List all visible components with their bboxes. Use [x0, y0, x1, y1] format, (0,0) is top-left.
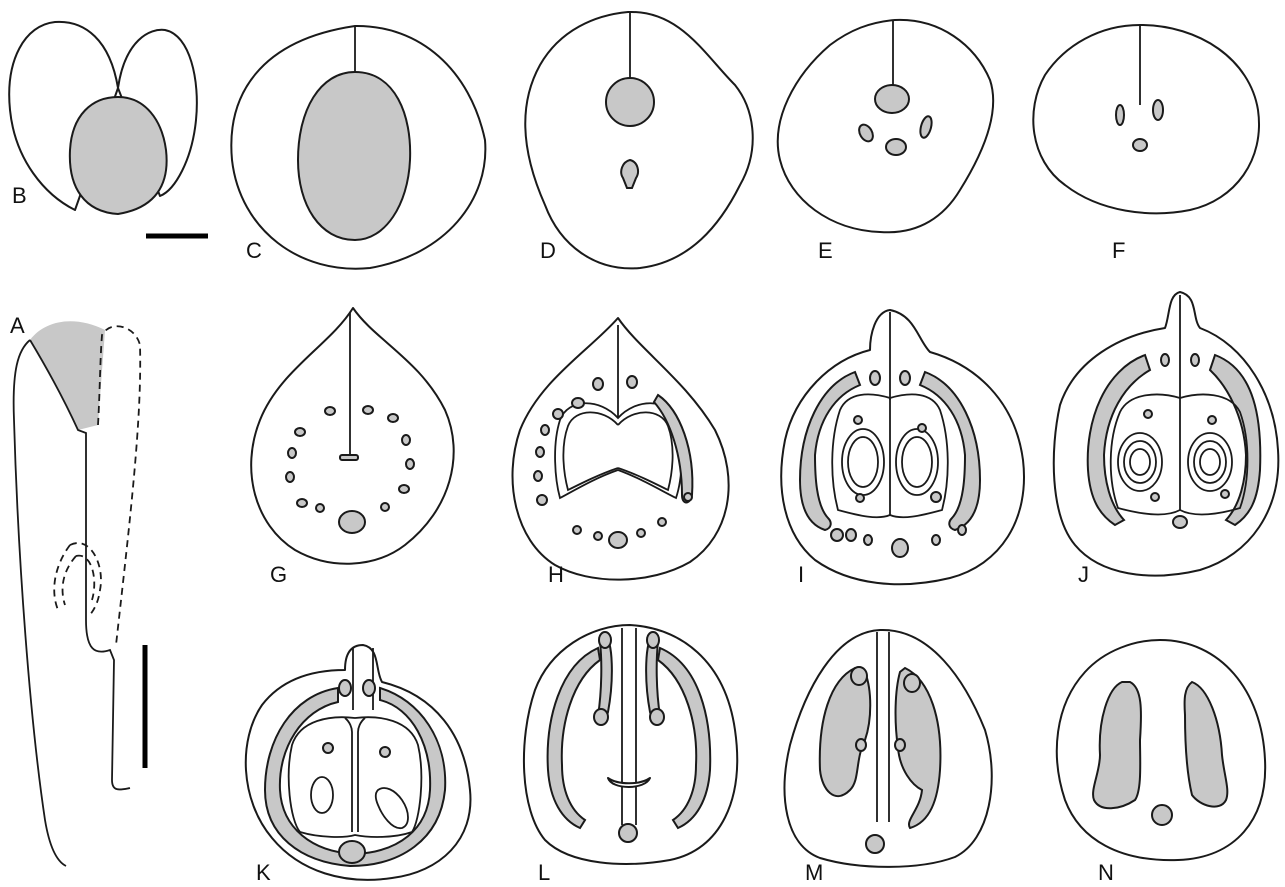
panel-h-label: H — [548, 562, 564, 587]
panel-i-drawing — [781, 310, 1024, 584]
panel-f-drawing — [1033, 25, 1259, 213]
panel-d-drawing — [525, 12, 753, 268]
panel-j-label: J — [1078, 562, 1089, 587]
panel-g-drawing — [251, 308, 454, 564]
panel-f-label: F — [1112, 238, 1125, 263]
panel-c-drawing — [231, 26, 485, 269]
panel-m-label: M — [805, 860, 823, 885]
panel-b-drawing — [9, 22, 208, 236]
panel-e-label: E — [818, 238, 833, 263]
panel-n-label: N — [1098, 860, 1114, 885]
panel-g-label: G — [270, 562, 287, 587]
panel-l-drawing — [524, 625, 737, 864]
panel-j-drawing — [1054, 292, 1279, 576]
panel-e-drawing — [778, 20, 993, 232]
panel-d-label: D — [540, 238, 556, 263]
panel-i-label: I — [798, 562, 804, 587]
panel-l-label: L — [538, 860, 550, 885]
panel-c-label: C — [246, 238, 262, 263]
panel-n-drawing — [1057, 640, 1265, 860]
panel-a-drawing — [14, 321, 145, 866]
panel-b-label: B — [12, 183, 27, 208]
panel-m-drawing — [785, 630, 992, 867]
panel-k-label: K — [256, 860, 271, 885]
panel-a-label: A — [10, 313, 25, 338]
panel-k-drawing — [246, 645, 471, 880]
panel-h-drawing — [513, 318, 729, 580]
